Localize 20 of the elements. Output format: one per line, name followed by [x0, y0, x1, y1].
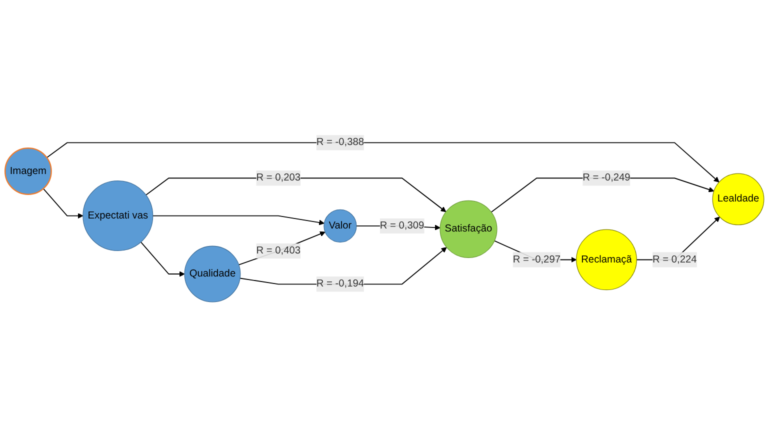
edge-label: R = 0,203 — [256, 172, 301, 184]
arrow — [140, 242, 185, 277]
arrow — [238, 231, 326, 266]
arrow — [42, 188, 84, 219]
arrow — [46, 142, 720, 182]
node-circle: Satisfação — [440, 200, 498, 258]
edge-label: R = 0,403 — [256, 245, 301, 256]
arrow — [152, 215, 324, 226]
node-circle: Valor — [324, 209, 357, 242]
node-circle: Imagem — [4, 148, 52, 195]
node-circle: Reclamaçã — [576, 229, 637, 290]
edge-label: R = 0,309 — [380, 220, 424, 232]
node-circle: Lealdade — [712, 173, 764, 226]
edge-label: R = -0,388 — [316, 136, 364, 148]
edge-label: R = -0,249 — [582, 172, 630, 184]
node-circle: Qualidade — [184, 246, 241, 302]
edge-label: R = -0,297 — [512, 254, 560, 265]
node-circle: Expectati vas — [82, 180, 154, 252]
edge-label: R = 0,224 — [652, 254, 697, 265]
edge-label: R = -0,194 — [316, 278, 364, 290]
